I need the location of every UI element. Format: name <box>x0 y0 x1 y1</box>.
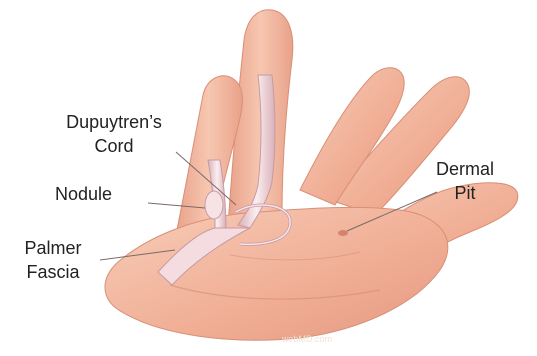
label-palmer-fascia-line1: Palmer <box>14 236 92 260</box>
label-dupuytrens-cord: Dupuytren’s Cord <box>54 110 174 158</box>
label-dermal-pit-line1: Dermal <box>430 157 500 181</box>
nodule <box>205 191 223 219</box>
label-nodule: Nodule <box>55 182 112 206</box>
label-dupuytrens-cord-line2: Cord <box>54 134 174 158</box>
palm <box>105 207 448 340</box>
label-dermal-pit-line2: Pit <box>430 181 500 205</box>
watermark: webMD.com <box>282 334 332 344</box>
label-dermal-pit: Dermal Pit <box>430 157 500 205</box>
dermal-pit <box>338 230 348 236</box>
label-palmer-fascia: Palmer Fascia <box>14 236 92 284</box>
label-dupuytrens-cord-line1: Dupuytren’s <box>54 110 174 134</box>
label-palmer-fascia-line2: Fascia <box>14 260 92 284</box>
